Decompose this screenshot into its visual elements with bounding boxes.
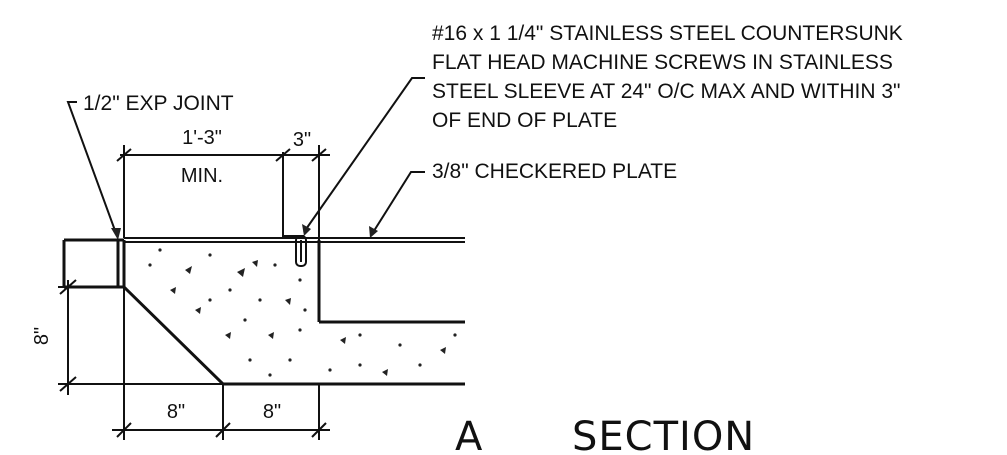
top-dimension (116, 145, 330, 240)
screw-callout-line-1: #16 x 1 1/4" STAINLESS STEEL COUNTERSUNK (432, 22, 903, 45)
top-width-note: MIN. (181, 165, 223, 187)
height-label: 8" (31, 327, 53, 345)
plate-leader-arrowhead (369, 226, 378, 238)
screw-callout-line-2: FLAT HEAD MACHINE SCREWS IN STAINLESS (432, 51, 893, 74)
checkered-plate-callout: 3/8" CHECKERED PLATE (432, 160, 677, 183)
exp-joint-callout: 1/2" EXP JOINT (83, 92, 234, 115)
screw-callout: #16 x 1 1/4" STAINLESS STEEL COUNTERSUNK… (432, 22, 903, 132)
section-title: SECTION (572, 414, 755, 455)
plate-leader (371, 171, 425, 235)
top-right-label: 3" (293, 129, 311, 151)
exp-joint-leader-arrowhead (111, 228, 121, 240)
section-mark: A (455, 414, 483, 455)
bottom-left-label: 8" (167, 401, 185, 423)
screw-leader-arrowhead (302, 224, 311, 236)
screw-callout-line-4: OF END OF PLATE (432, 109, 617, 132)
top-width-label: 1'-3" (182, 127, 222, 149)
bottom-right-label: 8" (263, 401, 281, 423)
height-dimension (58, 279, 223, 395)
screw-callout-line-3: STEEL SLEEVE AT 24" O/C MAX AND WITHIN 3… (432, 80, 901, 103)
concrete-hatch (148, 248, 457, 377)
exp-joint-leader (66, 101, 118, 237)
bottom-dimension (112, 287, 330, 440)
screw-leader (303, 77, 425, 233)
